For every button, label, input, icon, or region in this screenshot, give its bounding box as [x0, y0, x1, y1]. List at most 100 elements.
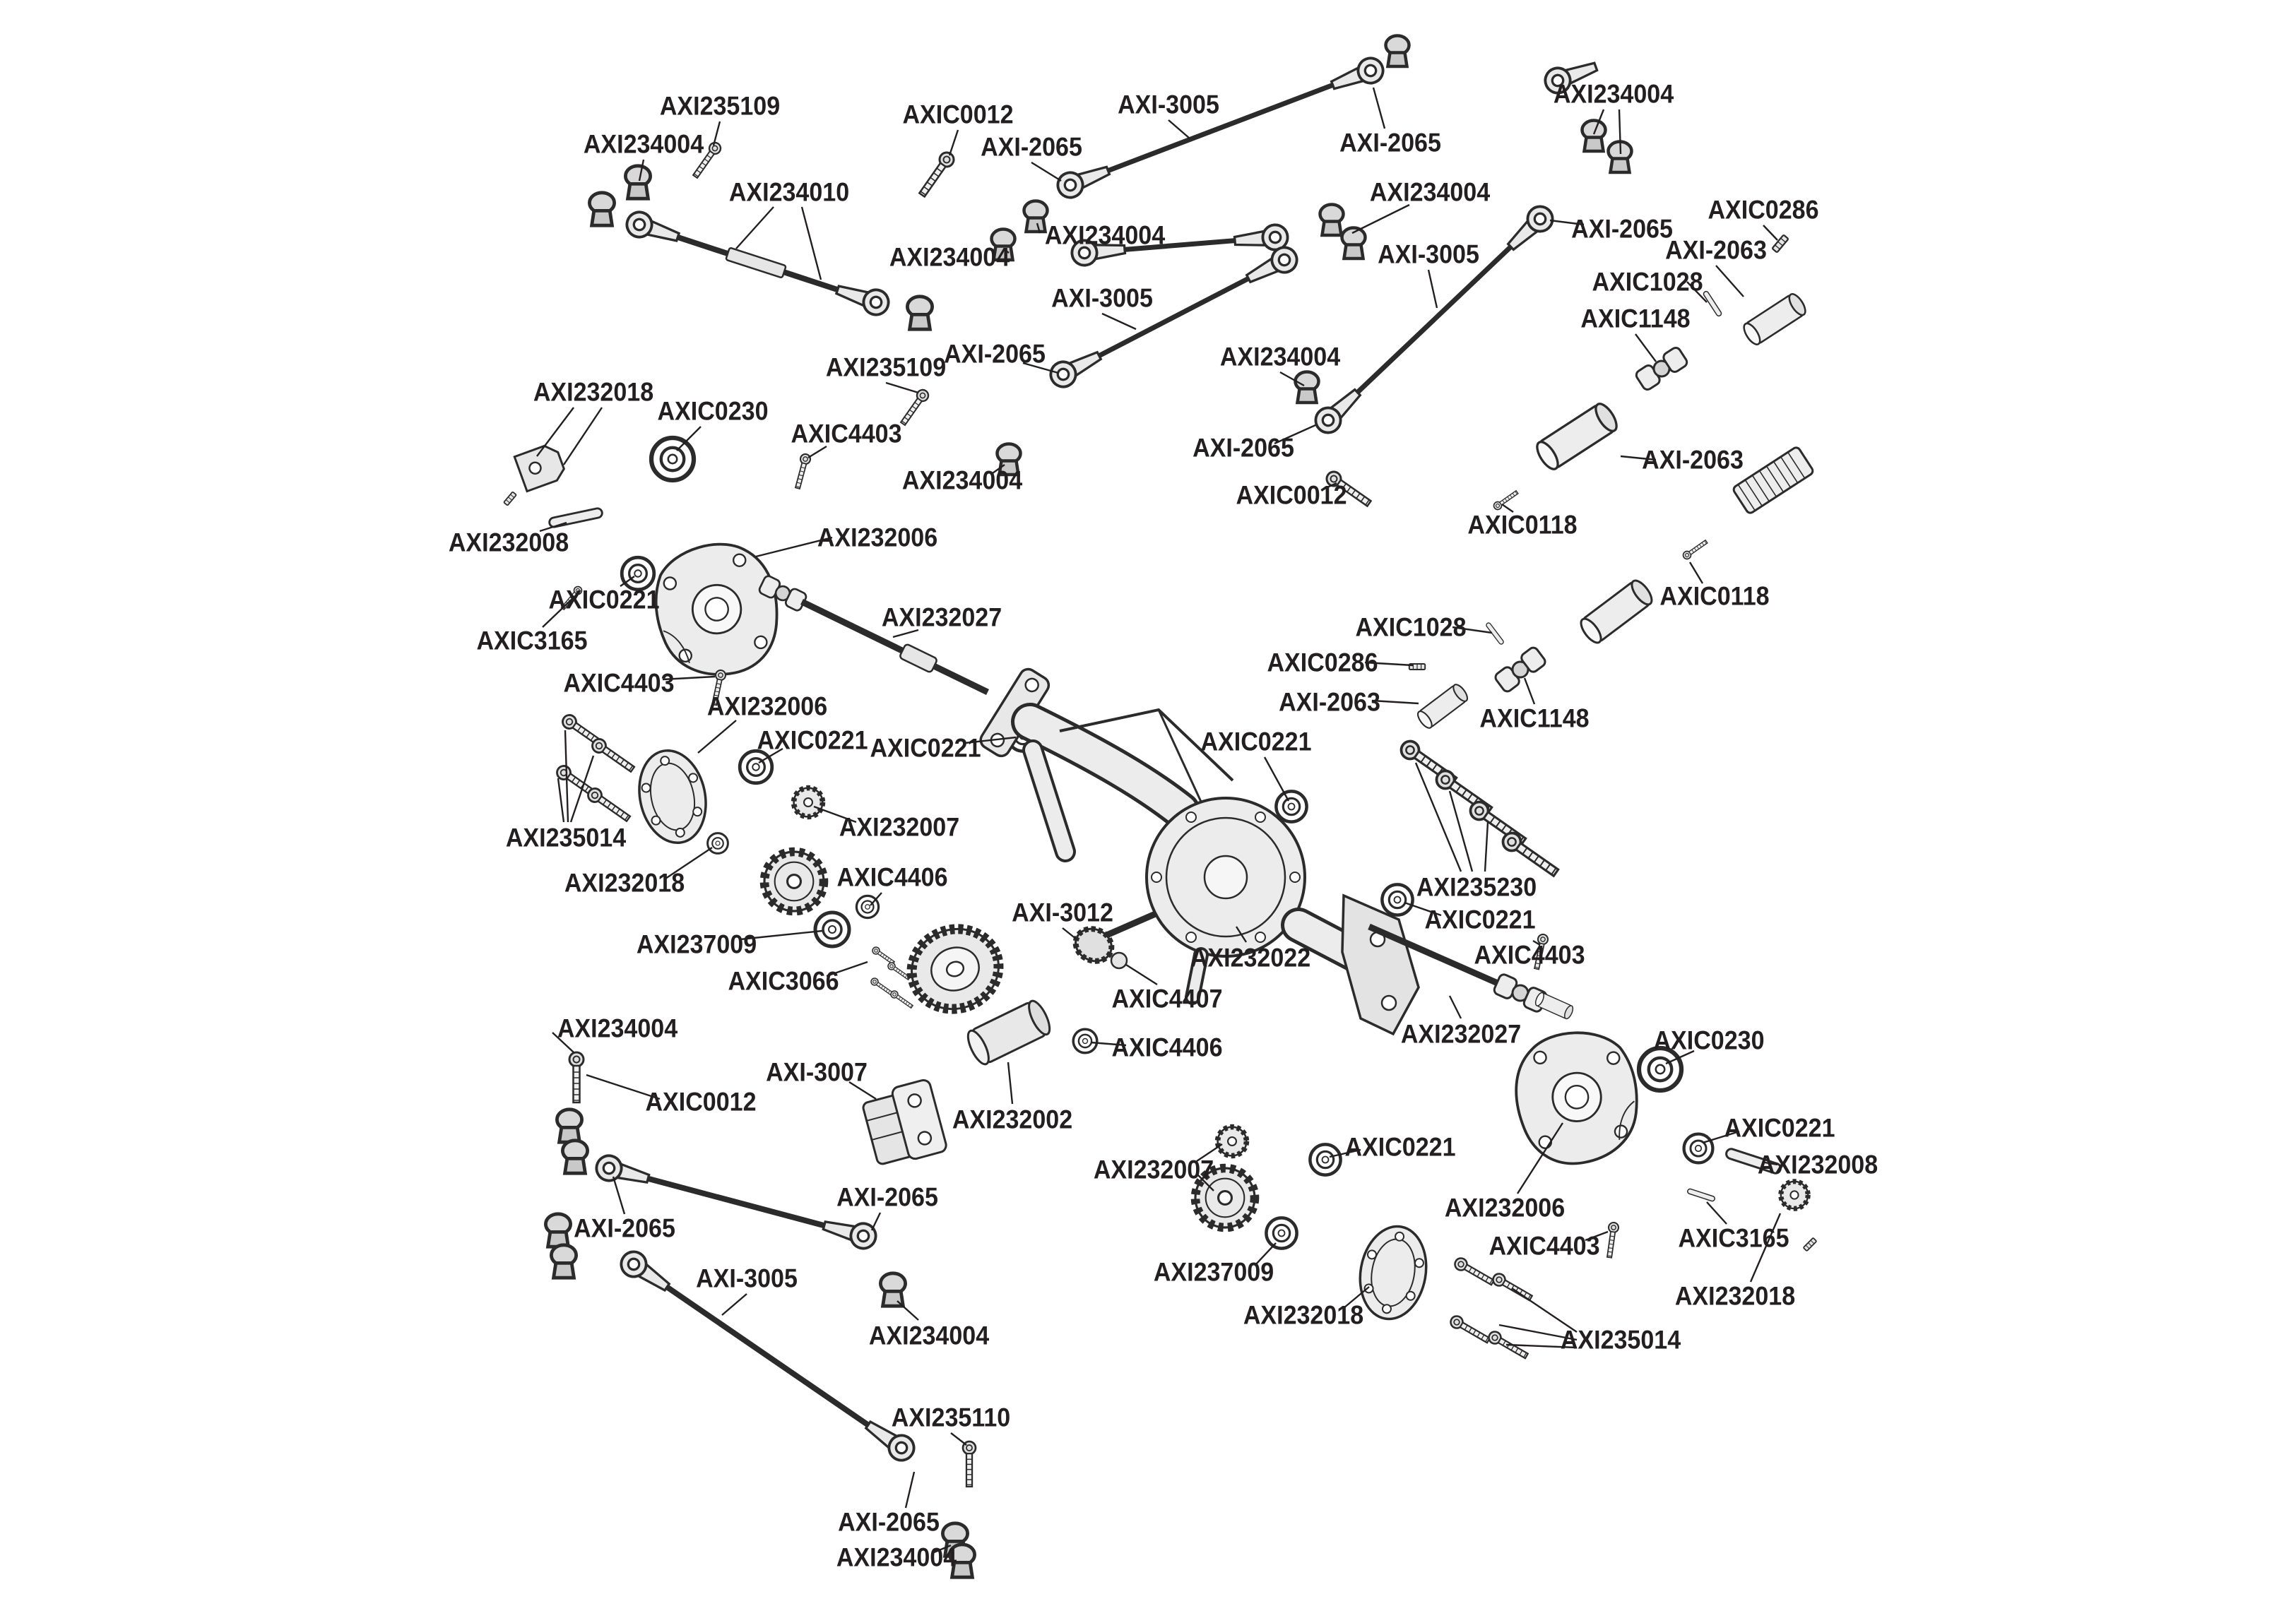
leader-line [1532, 939, 1541, 946]
part-label: AXIC4403 [1489, 1231, 1600, 1261]
leader-line [1592, 109, 1605, 135]
leader-line [563, 407, 603, 465]
leader-line [1585, 1230, 1609, 1242]
pivot-ball [557, 1110, 581, 1142]
part-label: AXI-2063 [1279, 687, 1380, 717]
leader-lines [536, 87, 1782, 1554]
leader-line [1125, 963, 1158, 986]
part-label: AXI234004 [1044, 220, 1166, 250]
leader-line [740, 929, 823, 941]
leader-line [1620, 455, 1657, 461]
leader-line [662, 675, 716, 681]
part-left-knuckle-cluster [503, 438, 989, 707]
part-label: AXI232006 [1444, 1193, 1566, 1223]
rod-end [592, 1151, 653, 1192]
portal-gear-large [764, 852, 824, 911]
part-label: AXI234004 [583, 129, 704, 159]
part-label: AXI232006 [706, 691, 828, 721]
rod-end [622, 207, 683, 251]
leader-line [1523, 677, 1536, 705]
leader-line [1364, 661, 1414, 667]
leader-line [542, 595, 576, 628]
leader-line [1448, 995, 1462, 1019]
part-tie-rod-front [589, 139, 932, 329]
part-label: AXI232007 [1093, 1155, 1214, 1184]
leader-line [1516, 1122, 1564, 1194]
part-label: AXI232018 [564, 868, 685, 898]
part-lower-links [545, 1051, 977, 1577]
part-label: AXI232018 [1243, 1300, 1364, 1330]
part-label: AXI234010 [728, 177, 850, 207]
rod-end [832, 276, 894, 320]
leader-line [1688, 561, 1704, 584]
driveshaft-slider [1576, 576, 1657, 647]
set-screw [503, 491, 517, 506]
universal-joint [1492, 644, 1549, 695]
part-label: AXIC0286 [1708, 195, 1819, 225]
leader-line [896, 1300, 919, 1321]
part-label: AXI-3005 [1118, 90, 1219, 119]
rod-end [615, 1245, 676, 1299]
leader-line [557, 778, 565, 823]
spacer [1110, 951, 1128, 970]
part-label: AXI237009 [1153, 1257, 1274, 1287]
screw [915, 148, 958, 201]
part-label: AXI-2065 [944, 339, 1046, 369]
part-label: AXI-3005 [696, 1264, 798, 1293]
part-label: AXI235014 [505, 823, 627, 852]
part-label: AXI-2063 [1642, 445, 1744, 475]
part-label: AXIC3165 [476, 626, 588, 655]
leader-line [1031, 161, 1062, 182]
part-label: AXI234004 [868, 1321, 990, 1350]
screw [584, 785, 634, 826]
leader-line [1749, 1213, 1782, 1283]
part-label: AXIC0221 [1200, 727, 1312, 756]
part-label: AXI-2065 [1339, 128, 1441, 157]
leader-line [1665, 1050, 1695, 1065]
part-axle-housing [979, 667, 1420, 1036]
pinion-gear [1072, 926, 1115, 964]
leader-line [638, 159, 645, 182]
screw [1604, 1221, 1620, 1259]
pivot-ball [562, 1141, 587, 1173]
part-label: AXIC0221 [1424, 905, 1536, 934]
leader-line [1764, 1161, 1778, 1166]
part-label: AXI234004 [836, 1542, 957, 1572]
part-label: AXIC0230 [657, 396, 769, 426]
pivot-ball [589, 193, 614, 225]
pivot-ball [1386, 36, 1409, 67]
part-label: AXI232027 [1400, 1019, 1522, 1049]
part-label: AXI235230 [1416, 872, 1537, 902]
pivot-ball [907, 297, 932, 329]
part-label: AXI232002 [952, 1105, 1073, 1134]
pivot-ball [1320, 205, 1344, 236]
pivot-ball [1582, 121, 1606, 152]
rod-end [1327, 53, 1388, 98]
leader-line [1351, 203, 1410, 234]
leader-line [1329, 1148, 1361, 1158]
part-label: AXIC4406 [836, 862, 948, 892]
leader-line [1484, 821, 1489, 872]
portal-cover-plate [629, 743, 716, 850]
part-label: AXIC0221 [757, 725, 868, 755]
leader-line [665, 847, 713, 879]
leader-line [813, 805, 857, 824]
part-label: AXIC4403 [791, 419, 902, 448]
leader-line [933, 1544, 952, 1554]
leader-line [1686, 281, 1708, 303]
part-label: AXI234004 [1369, 177, 1491, 207]
leader-line [990, 464, 1005, 475]
screw [792, 452, 812, 491]
king-pin [548, 506, 604, 529]
steering-knuckle [1507, 1023, 1647, 1172]
part-label: AXIC1028 [1355, 612, 1467, 642]
splined-shaft [1731, 445, 1816, 516]
leader-line [697, 720, 737, 754]
steering-arm [513, 444, 565, 493]
part-label: AXI-2063 [1665, 235, 1767, 265]
cross-pin [1484, 622, 1505, 646]
part-label: AXIC0286 [1267, 648, 1378, 677]
leader-line [735, 206, 774, 249]
leader-line [1062, 927, 1077, 940]
part-label: AXIC0221 [870, 733, 981, 763]
